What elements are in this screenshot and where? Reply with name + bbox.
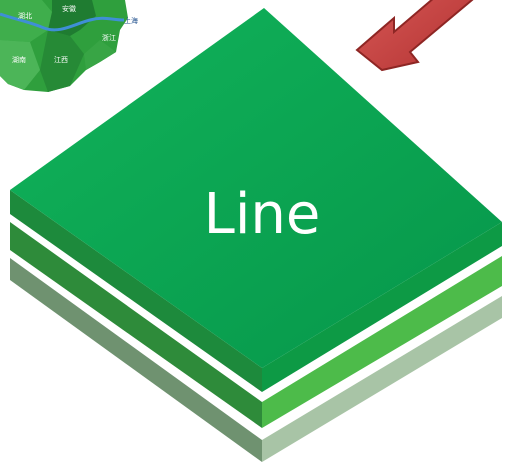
map-label-zhejiang: 浙江: [102, 33, 116, 42]
region-map-icon: 湖北 安徽 上海 浙江 湖南 江西: [0, 0, 138, 92]
map-label-jiangxi: 江西: [54, 56, 68, 64]
map-label-shanghai: 上海: [124, 16, 138, 25]
middle-layer: [10, 222, 502, 428]
map-label-anhui: 安徽: [62, 4, 76, 13]
top-layer-sides: [10, 190, 502, 392]
double-arrow-icon: [355, 0, 474, 72]
main-label: Line: [204, 182, 321, 247]
map-label-hubei: 湖北: [18, 11, 32, 20]
bottom-layer: [10, 258, 502, 462]
top-face: [10, 8, 502, 368]
map-label-hunan: 湖南: [12, 55, 26, 64]
